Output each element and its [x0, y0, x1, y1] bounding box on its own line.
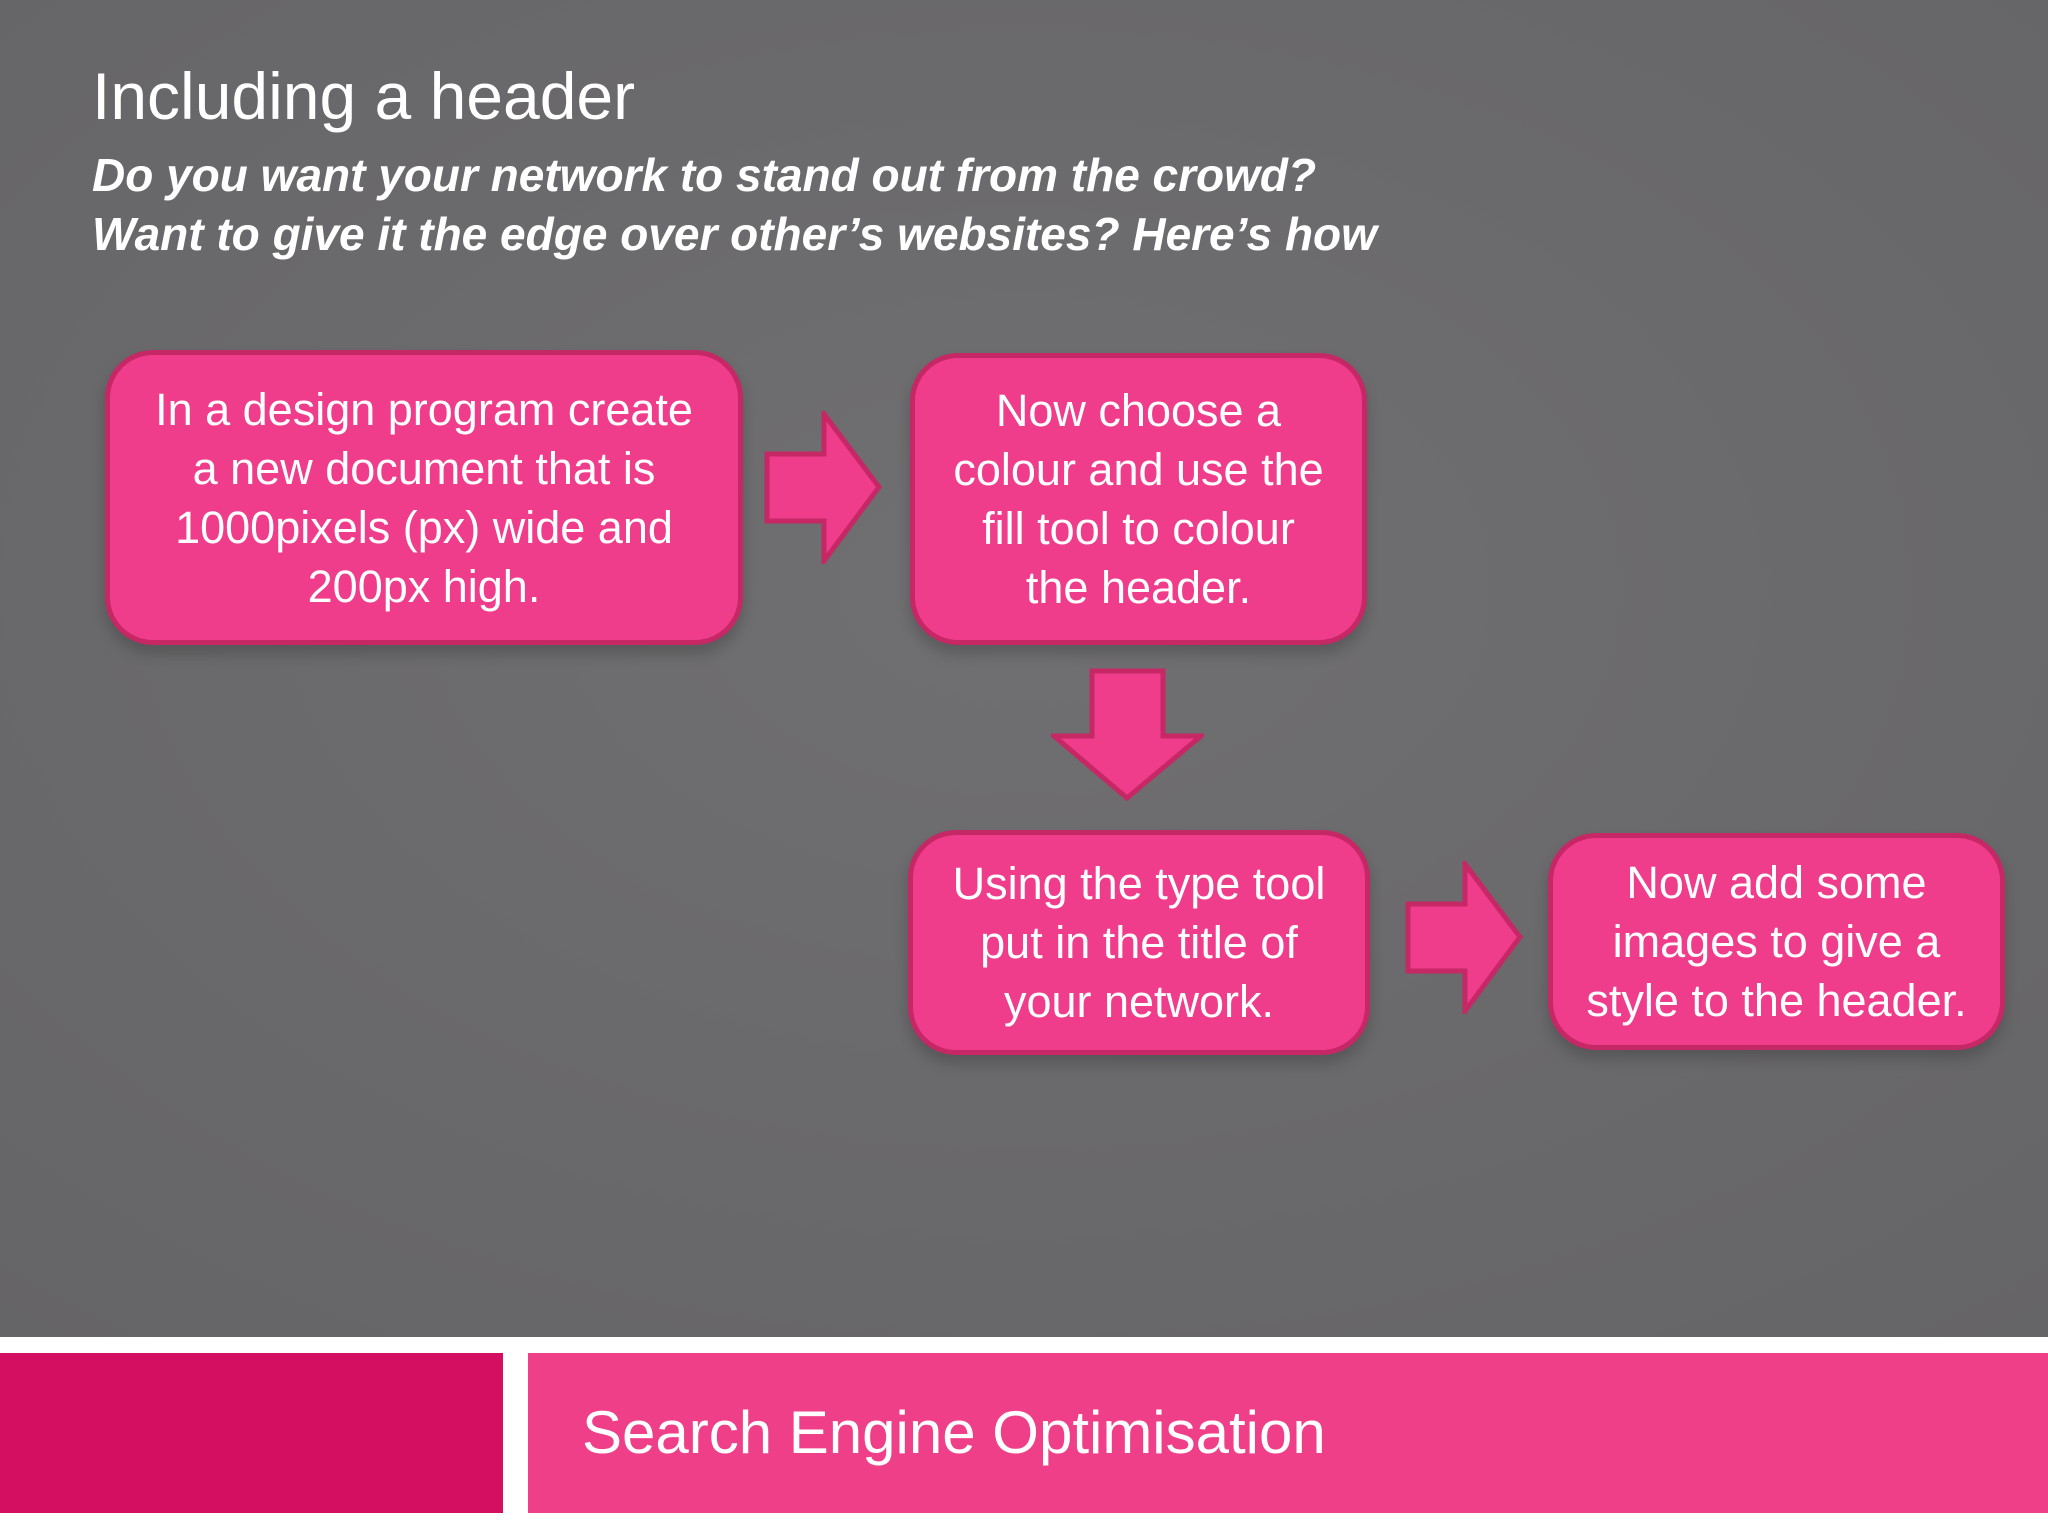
- slide-subtitle: Do you want your network to stand out fr…: [92, 146, 1377, 264]
- footer-title: Search Engine Optimisation: [582, 1399, 1326, 1466]
- flow-step-add-images: Now add some images to give a style to t…: [1548, 833, 2005, 1050]
- footer-bar: Search Engine Optimisation: [528, 1353, 2048, 1513]
- step-text-line: fill tool to colour: [982, 503, 1295, 554]
- step-text-line: Now add some: [1626, 857, 1927, 908]
- arrow-down-icon: [1051, 668, 1204, 801]
- step-text-line: put in the title of: [980, 917, 1298, 968]
- step-text-line: Using the type tool: [952, 858, 1326, 909]
- flow-step-create-document: In a design program create a new documen…: [105, 350, 743, 645]
- arrow-right-icon: [764, 411, 882, 564]
- slide-title: Including a header: [92, 59, 636, 133]
- step-text-line: colour and use the: [953, 444, 1324, 495]
- flow-step-fill-colour: Now choose a colour and use the fill too…: [910, 353, 1367, 645]
- step-text-line: a new document that is: [192, 442, 656, 494]
- step-text-line: 1000pixels (px) wide and: [175, 501, 673, 553]
- step-text-line: 200px high.: [307, 560, 541, 612]
- slide-background: [0, 0, 2048, 1337]
- flow-step-type-title: Using the type tool put in the title of …: [908, 830, 1370, 1055]
- arrow-right-icon: [1405, 861, 1523, 1014]
- step-text-line: the header.: [1025, 562, 1252, 613]
- step-text-line: your network.: [1003, 976, 1275, 1027]
- subtitle-line-1: Do you want your network to stand out fr…: [92, 149, 1317, 201]
- step-text-line: In a design program create: [155, 383, 693, 435]
- step-text-line: images to give a: [1612, 916, 1941, 967]
- step-text-line: style to the header.: [1586, 975, 1967, 1026]
- subtitle-line-2: Want to give it the edge over other’s we…: [92, 208, 1377, 260]
- footer-accent-block: [0, 1353, 503, 1513]
- step-text-line: Now choose a: [995, 385, 1282, 436]
